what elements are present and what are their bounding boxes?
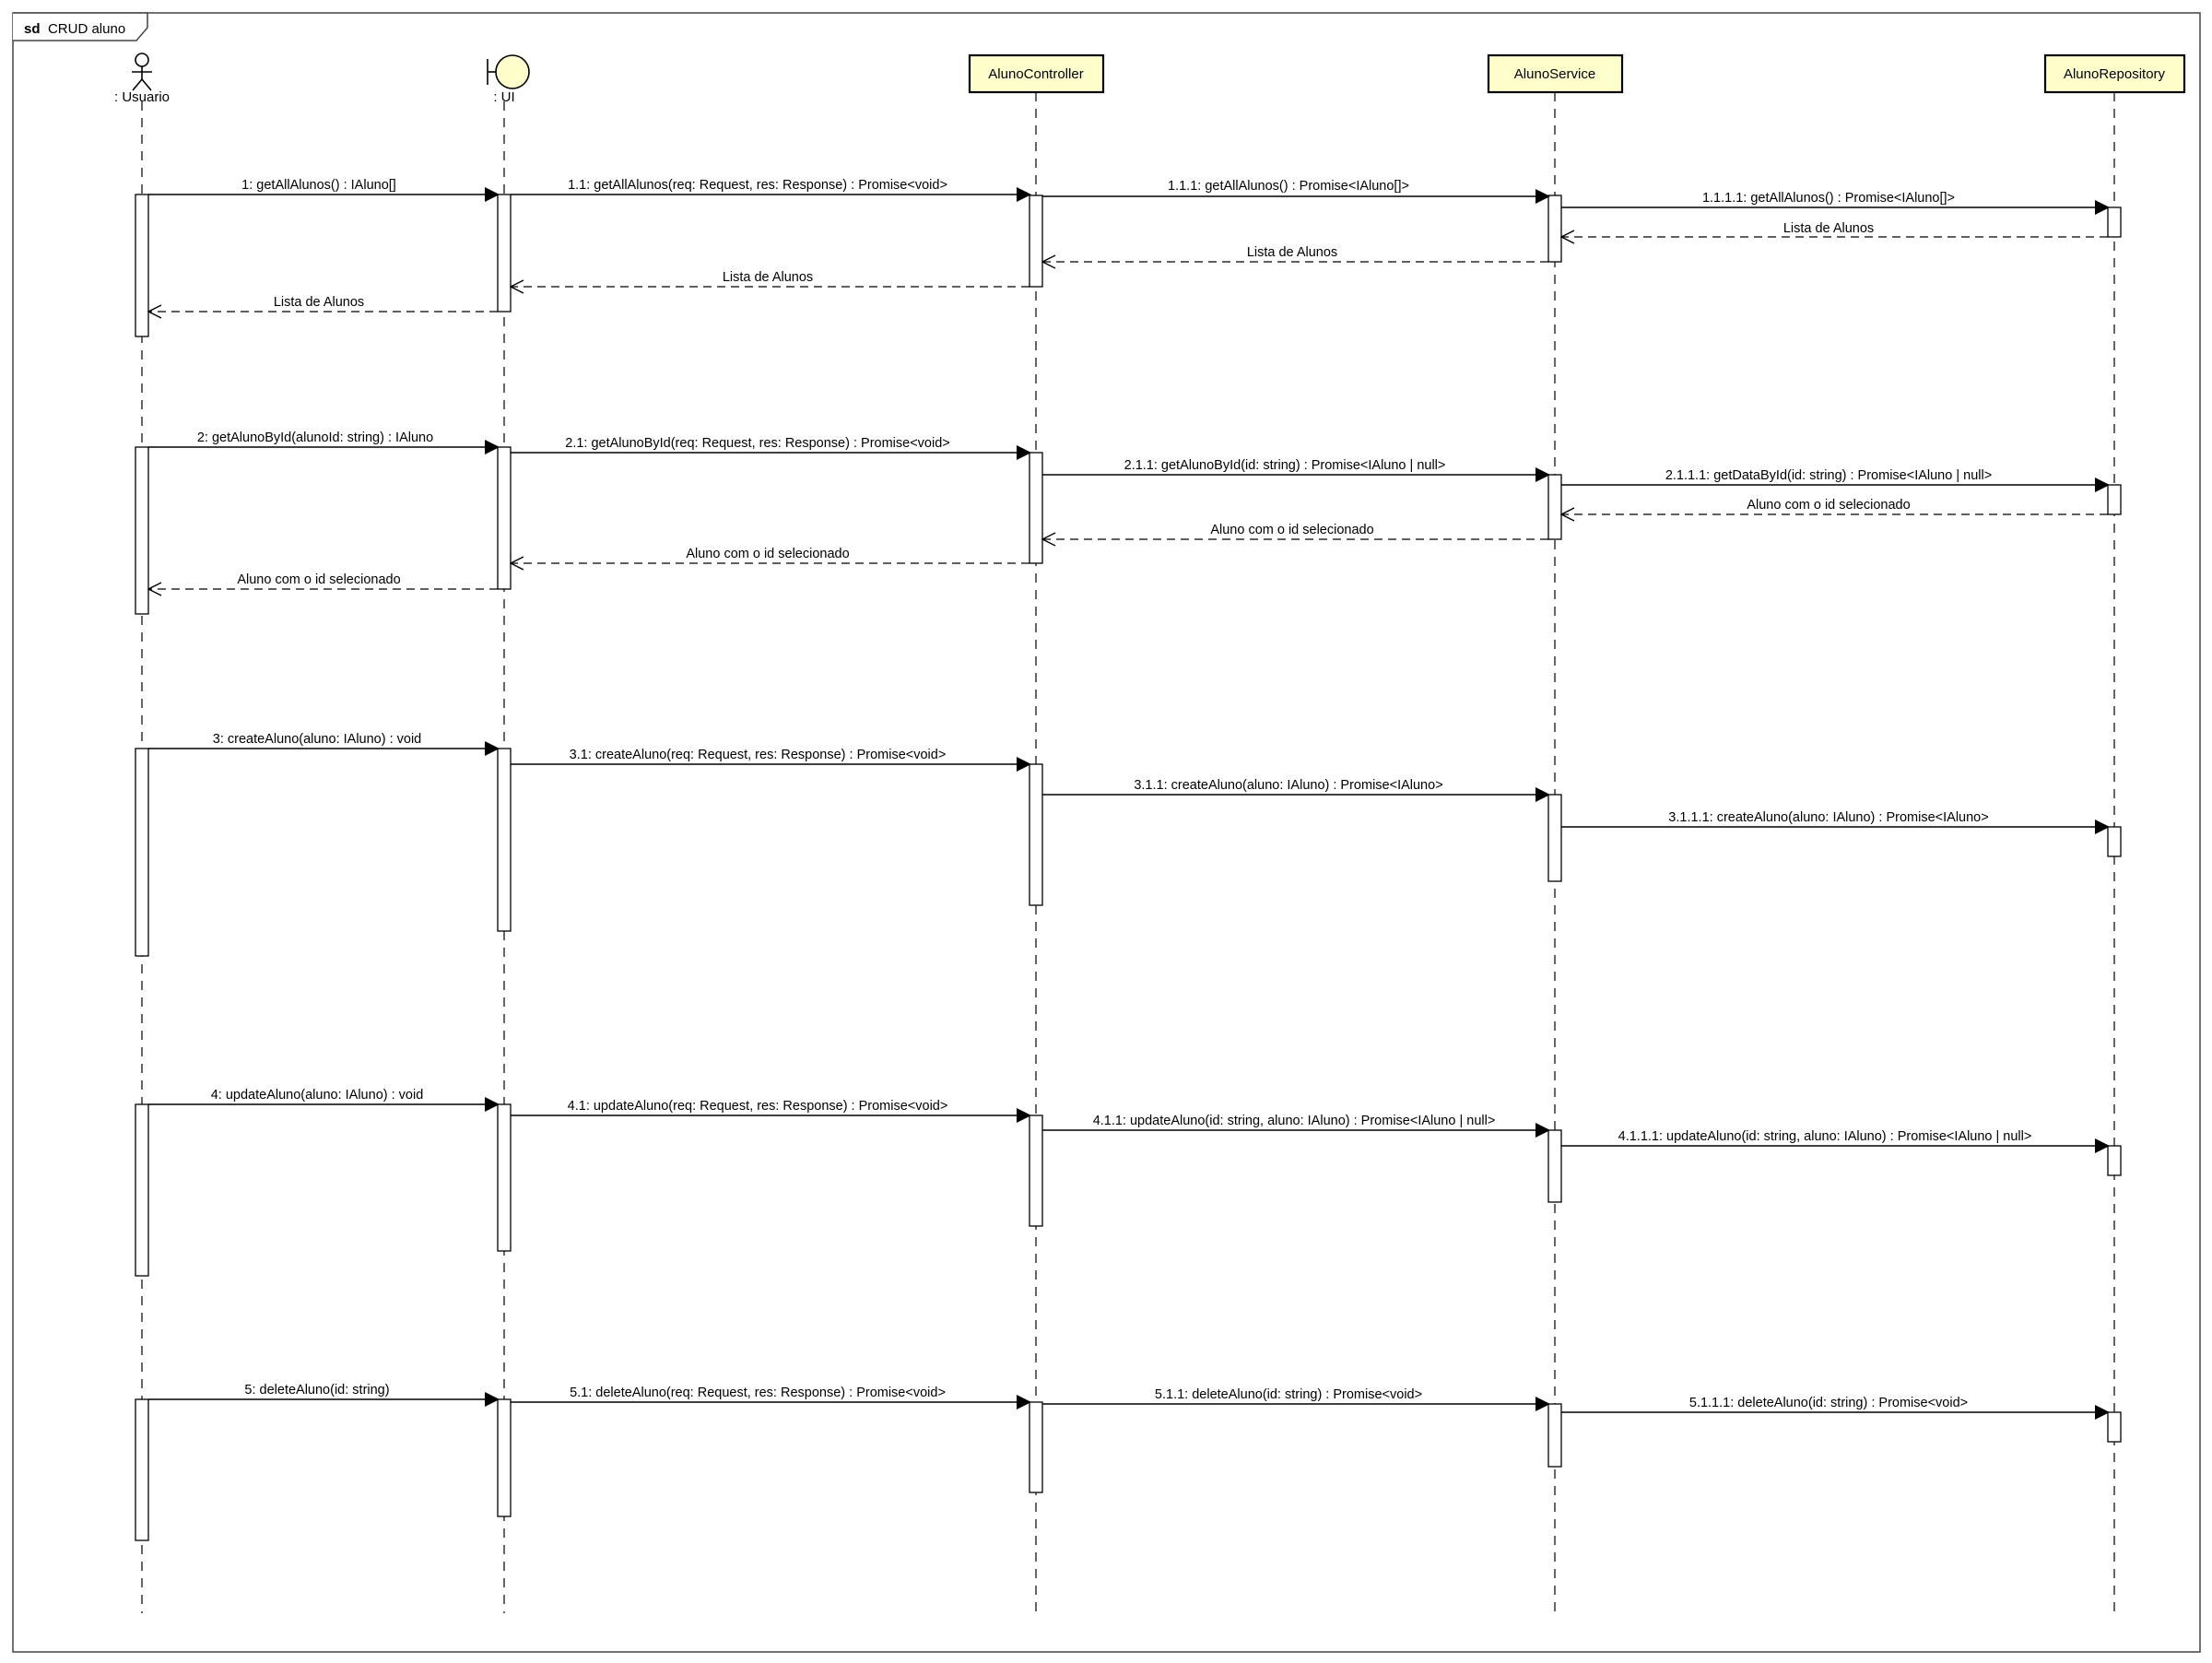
activation-bar bbox=[497, 446, 512, 590]
boundary-icon bbox=[487, 54, 530, 89]
activation-bar bbox=[2107, 826, 2122, 857]
activation-bar bbox=[1547, 1403, 1562, 1468]
activation-bar bbox=[1029, 1115, 1043, 1227]
activation-bar bbox=[497, 1103, 512, 1252]
message-label: Aluno com o id selecionado bbox=[1210, 523, 1373, 537]
activation-bar bbox=[135, 446, 149, 615]
participant-label: AlunoService bbox=[1514, 66, 1595, 82]
message-label: Aluno com o id selecionado bbox=[1747, 498, 1910, 513]
activation-bar bbox=[2107, 1411, 2122, 1443]
activation-bar bbox=[135, 1103, 149, 1277]
participant-ui: : UI bbox=[487, 54, 530, 105]
message-label: Lista de Alunos bbox=[1783, 221, 1874, 236]
frame-keyword: sd bbox=[24, 21, 41, 37]
message-label: 2.1.1: getAlunoById(id: string) : Promis… bbox=[1124, 458, 1446, 473]
activation-bar bbox=[135, 1398, 149, 1541]
activation-bar bbox=[497, 1398, 512, 1517]
participant-repository: AlunoRepository bbox=[2043, 53, 2186, 94]
participant-label: AlunoController bbox=[988, 66, 1083, 82]
activation-bar bbox=[1547, 794, 1562, 882]
participant-label: AlunoRepository bbox=[2064, 66, 2166, 82]
messages: 1: getAllAlunos() : IAluno[] 1.1: getAll… bbox=[148, 178, 2110, 1420]
message-label: 2.1.1.1: getDataById(id: string) : Promi… bbox=[1665, 468, 1992, 483]
participant-box bbox=[1487, 53, 1624, 94]
activation-bar bbox=[1029, 1401, 1043, 1493]
frame-title: CRUD aluno bbox=[48, 21, 125, 37]
message-label: 5.1.1.1: deleteAluno(id: string) : Promi… bbox=[1689, 1396, 1968, 1410]
message-label: 1.1: getAllAlunos(req: Request, res: Res… bbox=[568, 178, 947, 193]
message-label: 2.1: getAlunoById(req: Request, res: Res… bbox=[565, 436, 950, 451]
message-label: Lista de Alunos bbox=[1247, 245, 1337, 260]
activation-bar bbox=[1029, 763, 1043, 906]
message-label: Lista de Alunos bbox=[274, 295, 364, 310]
message-label: 1.1.1: getAllAlunos() : Promise<IAluno[]… bbox=[1168, 179, 1409, 194]
participant-controller: AlunoController bbox=[968, 53, 1105, 94]
participant-box bbox=[968, 53, 1105, 94]
activation-bar bbox=[2107, 1145, 2122, 1176]
participant-box bbox=[2043, 53, 2186, 94]
activation-bar bbox=[497, 194, 512, 313]
activation-bar bbox=[1029, 452, 1043, 564]
activation-bar bbox=[2107, 484, 2122, 515]
svg-text:sd CRUD aluno: sd CRUD aluno bbox=[24, 21, 125, 37]
message-label: 3: createAluno(aluno: IAluno) : void bbox=[213, 732, 422, 747]
frame-title-tab bbox=[13, 12, 148, 41]
message-label: 4.1.1: updateAluno(id: string, aluno: IA… bbox=[1093, 1114, 1496, 1128]
actor-icon bbox=[132, 53, 152, 91]
activation-bar bbox=[1547, 474, 1562, 540]
message-label: Aluno com o id selecionado bbox=[237, 572, 400, 587]
activation-bar bbox=[497, 748, 512, 932]
activation-bar bbox=[1547, 195, 1562, 263]
participant-usuario: : Usuario bbox=[114, 53, 170, 105]
message-label: 4: updateAluno(aluno: IAluno) : void bbox=[211, 1088, 424, 1103]
message-label: 5.1: deleteAluno(req: Request, res: Resp… bbox=[570, 1386, 946, 1400]
message-label: 5: deleteAluno(id: string) bbox=[244, 1383, 389, 1398]
activation-bar bbox=[2107, 206, 2122, 238]
message-label: 3.1.1.1: createAluno(aluno: IAluno) : Pr… bbox=[1668, 810, 1988, 825]
message-label: 4.1: updateAluno(req: Request, res: Resp… bbox=[568, 1099, 948, 1114]
activation-bar bbox=[1029, 195, 1043, 288]
participant-label: : Usuario bbox=[114, 89, 170, 105]
participant-service: AlunoService bbox=[1487, 53, 1624, 94]
activation-bar bbox=[135, 194, 149, 337]
message-label: Aluno com o id selecionado bbox=[686, 547, 849, 561]
message-label: Lista de Alunos bbox=[723, 270, 813, 285]
activation-bar bbox=[135, 748, 149, 957]
message-label: 1.1.1.1: getAllAlunos() : Promise<IAluno… bbox=[1702, 191, 1955, 206]
message-label: 5.1.1: deleteAluno(id: string) : Promise… bbox=[1155, 1387, 1422, 1402]
message-label: 4.1.1.1: updateAluno(id: string, aluno: … bbox=[1618, 1129, 2032, 1144]
message-label: 3.1.1: createAluno(aluno: IAluno) : Prom… bbox=[1134, 778, 1442, 793]
diagram-frame: sd CRUD aluno bbox=[12, 12, 2201, 1653]
message-label: 3.1: createAluno(req: Request, res: Resp… bbox=[570, 748, 947, 762]
frame-border bbox=[12, 12, 2201, 1653]
message-label: 1: getAllAlunos() : IAluno[] bbox=[241, 178, 396, 193]
participant-label: : UI bbox=[493, 89, 514, 105]
message-label: 2: getAlunoById(alunoId: string) : IAlun… bbox=[197, 430, 433, 445]
activation-bars bbox=[135, 194, 2122, 1541]
activation-bar bbox=[1547, 1129, 1562, 1203]
